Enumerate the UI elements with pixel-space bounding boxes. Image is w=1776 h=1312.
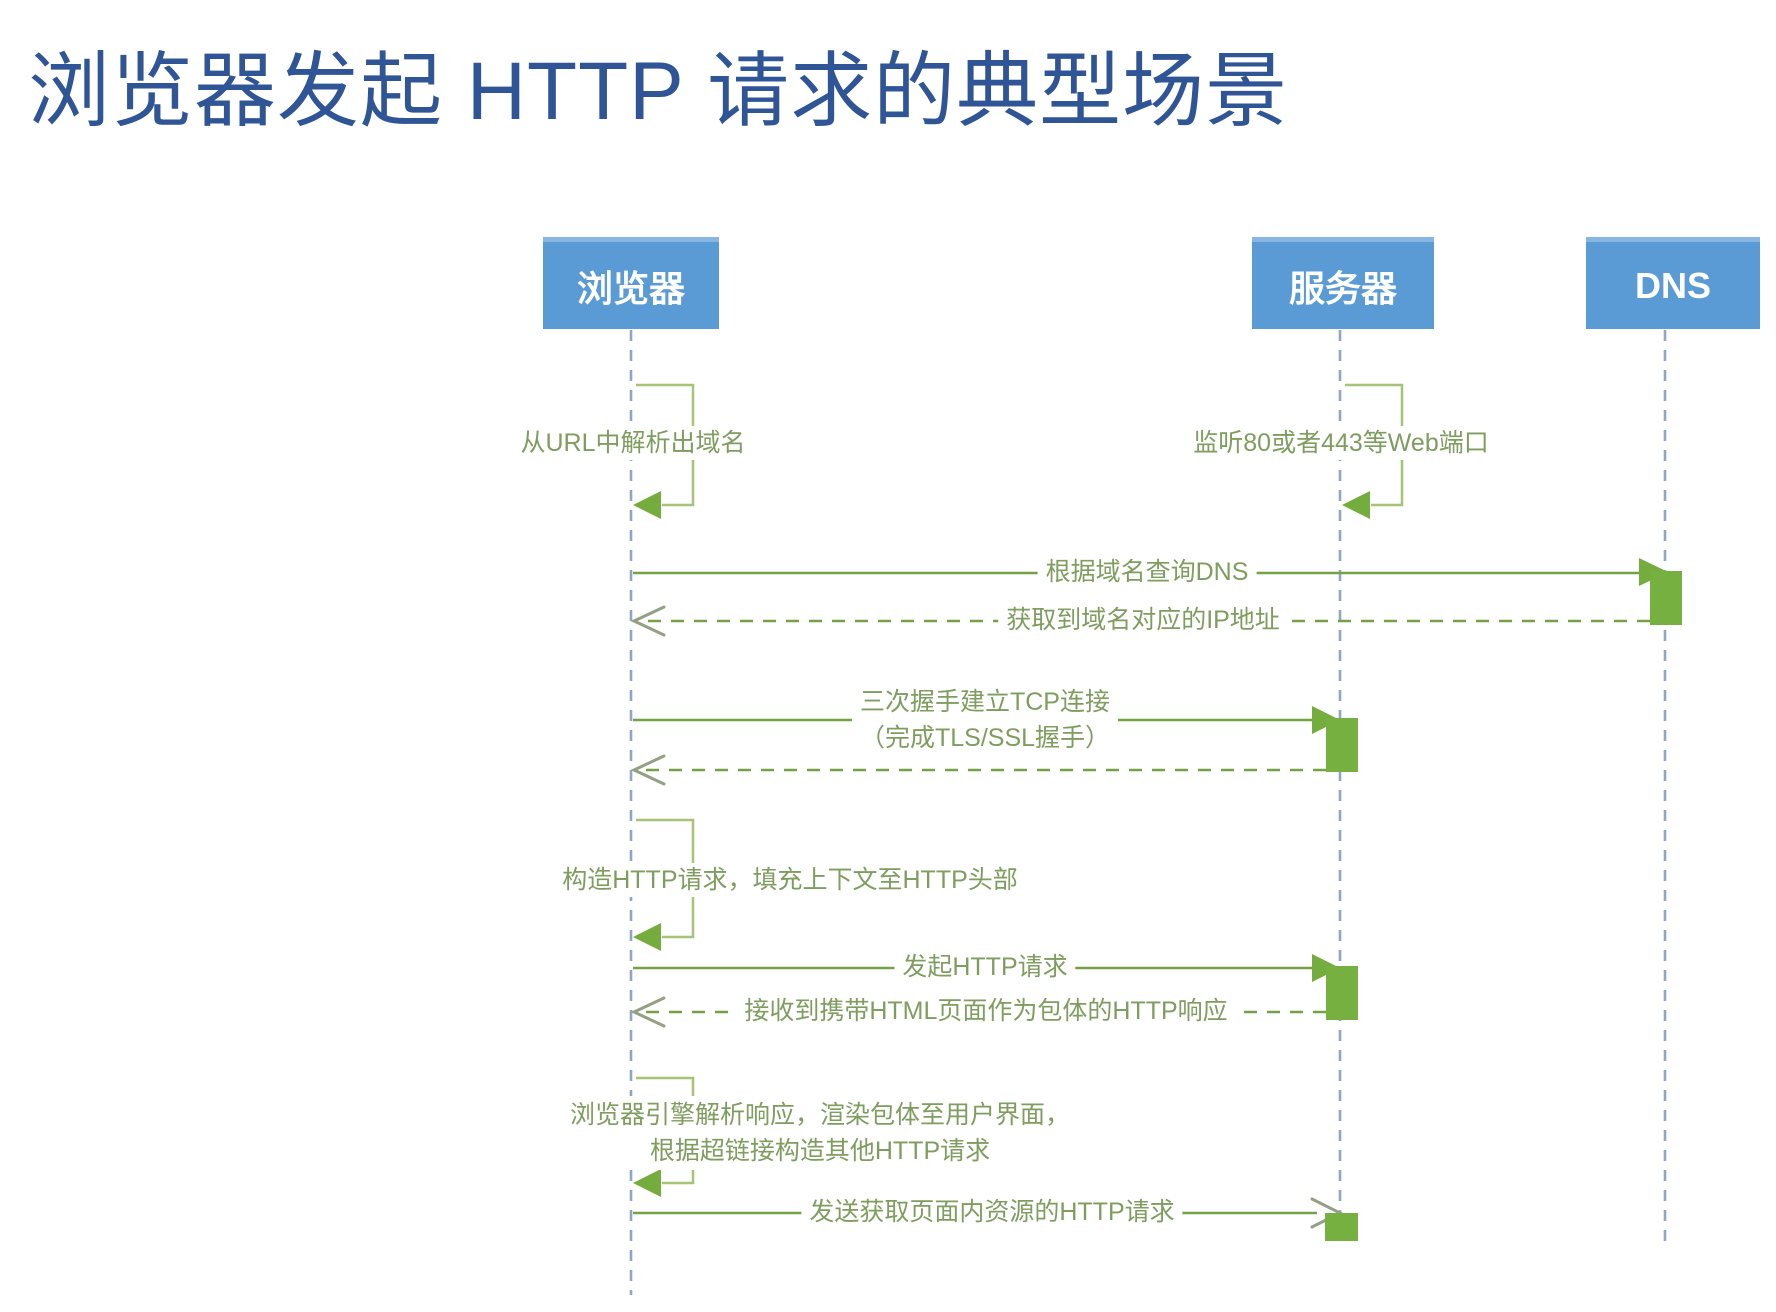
label-listen-ports: 监听80或者443等Web端口 (1185, 426, 1497, 460)
label-dns-query: 根据域名查询DNS (1037, 555, 1257, 589)
actor-box-server: 服务器 (1252, 237, 1434, 329)
self-loop-parse-url-arrowhead-icon (633, 491, 661, 519)
label-build-request: 构造HTTP请求，填充上下文至HTTP头部 (554, 863, 1026, 897)
self-loop-build-request-arrowhead-icon (633, 923, 661, 951)
arrow-dns-reply-arrowhead-icon (630, 605, 666, 637)
actor-box-dns: DNS (1586, 237, 1760, 329)
label-render: 浏览器引擎解析响应，渲染包体至用户界面， 根据超链接构造其他HTTP请求 (561, 1096, 1079, 1170)
self-loop-listen-ports-arrowhead-icon (1342, 491, 1370, 519)
self-loop-render-arrowhead-icon (633, 1169, 661, 1197)
page-title: 浏览器发起 HTTP 请求的典型场景 (28, 46, 1289, 137)
activation-server-tcp (1326, 718, 1358, 772)
label-tcp-handshake-line2: （完成TLS/SSL握手） (859, 724, 1111, 752)
activation-server-resources (1325, 1213, 1358, 1241)
label-http-request: 发起HTTP请求 (894, 950, 1076, 984)
label-http-response: 接收到携带HTML页面作为包体的HTTP响应 (736, 994, 1236, 1028)
label-tcp-handshake-line1: 三次握手建立TCP连接 (859, 688, 1110, 716)
activation-server-http (1326, 966, 1358, 1020)
label-dns-reply: 获取到域名对应的IP地址 (998, 603, 1288, 637)
label-fetch-resources: 发送获取页面内资源的HTTP请求 (801, 1195, 1183, 1229)
actor-box-browser: 浏览器 (543, 237, 719, 329)
label-render-line2: 根据超链接构造其他HTTP请求 (649, 1137, 991, 1165)
activation-dns (1650, 571, 1682, 625)
label-tcp-handshake: 三次握手建立TCP连接 （完成TLS/SSL握手） (851, 683, 1119, 757)
arrow-http-response-arrowhead-icon (630, 996, 666, 1028)
label-parse-url: 从URL中解析出域名 (512, 426, 754, 460)
arrow-tcp-reply-arrowhead-icon (630, 754, 666, 786)
label-render-line1: 浏览器引擎解析响应，渲染包体至用户界面， (569, 1101, 1071, 1129)
